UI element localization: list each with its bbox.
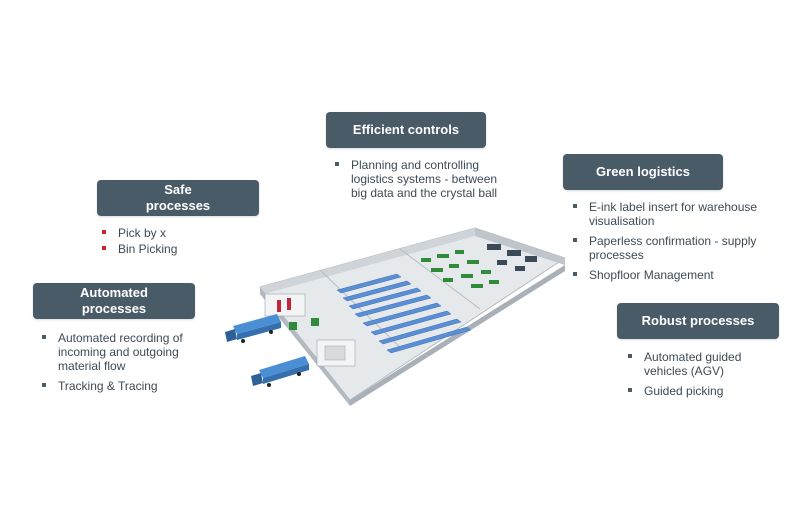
bullet-icon xyxy=(573,204,577,208)
shelf-row xyxy=(336,273,402,294)
warehouse-front-wall xyxy=(350,265,565,406)
bullet-icon xyxy=(42,335,46,339)
machine-block xyxy=(487,244,501,250)
automated-processes-title: Automated processes xyxy=(33,283,195,319)
truck-trailer-side xyxy=(263,364,309,384)
safe-processes-title-line2: processes xyxy=(145,198,211,213)
truck-cab xyxy=(225,329,237,342)
dock-platform xyxy=(264,293,306,317)
dock-equipment xyxy=(324,345,346,361)
robust-processes-title: Robust processes xyxy=(617,303,779,339)
list-item: Pick by x xyxy=(100,226,260,240)
robust-processes-list: Automated guided vehicles (AGV) Guided p… xyxy=(626,350,776,404)
safe-processes-title-line1: Safe xyxy=(164,182,192,197)
truck-wheel xyxy=(269,330,273,334)
automated-processes-title-line2: processes xyxy=(81,301,147,316)
robust-processes-title-text: Robust processes xyxy=(641,313,755,328)
machine-block xyxy=(515,266,525,271)
truck-wheel xyxy=(297,372,301,376)
warehouse-left-wall xyxy=(260,287,350,406)
bullet-icon xyxy=(335,162,339,166)
efficient-controls-list: Planning and controlling logistics syste… xyxy=(333,158,503,206)
green-logistics-list: E-ink label insert for warehouse visuali… xyxy=(571,200,761,288)
automated-processes-list: Automated recording of incoming and outg… xyxy=(40,331,215,399)
shelf-row xyxy=(348,287,422,310)
shelf-row xyxy=(354,294,432,318)
list-item: Tracking & Tracing xyxy=(40,379,215,393)
partition-line xyxy=(399,248,481,310)
shelf-row xyxy=(370,310,452,336)
truck-trailer xyxy=(233,314,281,334)
shelf-row xyxy=(342,280,412,302)
warehouse-right-wall xyxy=(475,228,565,265)
list-item: E-ink label insert for warehouse visuali… xyxy=(571,200,761,228)
truck-wheel xyxy=(241,339,245,343)
truck-trailer-side xyxy=(237,322,281,340)
equipment-block xyxy=(461,274,473,278)
bullet-icon xyxy=(102,230,106,234)
bullet-icon xyxy=(628,388,632,392)
equipment-block xyxy=(421,258,431,262)
list-item: Planning and controlling logistics syste… xyxy=(333,158,503,200)
machine-block xyxy=(497,260,507,265)
equipment-block xyxy=(471,284,483,288)
list-item: Paperless confirmation - supply processe… xyxy=(571,234,761,262)
truck-icon xyxy=(225,314,281,343)
bullet-icon xyxy=(573,238,577,242)
green-logistics-title: Green logistics xyxy=(563,154,723,190)
warehouse-3d-illustration-icon xyxy=(225,227,567,406)
dock-area xyxy=(264,293,356,367)
equipment-block xyxy=(289,322,297,330)
truck-wheel xyxy=(267,383,271,387)
equipment-block xyxy=(455,250,464,254)
bullet-icon xyxy=(42,383,46,387)
equipment-block xyxy=(311,318,319,326)
list-item: Automated guided vehicles (AGV) xyxy=(626,350,776,378)
truck-trailer xyxy=(259,356,309,378)
partition-line xyxy=(319,269,404,351)
safe-processes-list: Pick by x Bin Picking xyxy=(100,226,260,262)
equipment-block xyxy=(481,270,491,274)
efficient-controls-title-text: Efficient controls xyxy=(352,122,460,137)
warehouse-rear-wall xyxy=(260,228,475,295)
bullet-icon xyxy=(102,246,106,250)
truck-icon xyxy=(251,356,309,387)
shelving-area xyxy=(336,273,472,354)
list-item: Shopfloor Management xyxy=(571,268,761,282)
dock-equipment xyxy=(287,298,291,310)
truck-cab xyxy=(251,373,263,386)
equipment-block xyxy=(467,260,479,264)
equipment-block xyxy=(489,280,499,284)
machinery xyxy=(487,244,537,271)
bullet-icon xyxy=(573,272,577,276)
list-item: Automated recording of incoming and outg… xyxy=(40,331,215,373)
machine-block xyxy=(525,256,537,262)
equipment-block xyxy=(443,278,453,282)
machine-block xyxy=(507,250,521,256)
shelf-row xyxy=(362,302,442,327)
dock-equipment xyxy=(277,300,281,312)
shelf-row xyxy=(386,326,472,354)
automated-processes-title-line1: Automated xyxy=(80,285,148,300)
list-item: Bin Picking xyxy=(100,242,260,256)
list-item: Guided picking xyxy=(626,384,776,398)
equipment-block xyxy=(437,254,449,258)
equipment-block xyxy=(449,264,459,268)
safe-processes-title: Safe processes xyxy=(97,180,259,216)
efficient-controls-title: Efficient controls xyxy=(326,112,486,148)
green-logistics-title-text: Green logistics xyxy=(596,164,690,179)
equipment-block xyxy=(431,268,443,272)
bullet-icon xyxy=(628,354,632,358)
shelf-row xyxy=(378,318,462,345)
